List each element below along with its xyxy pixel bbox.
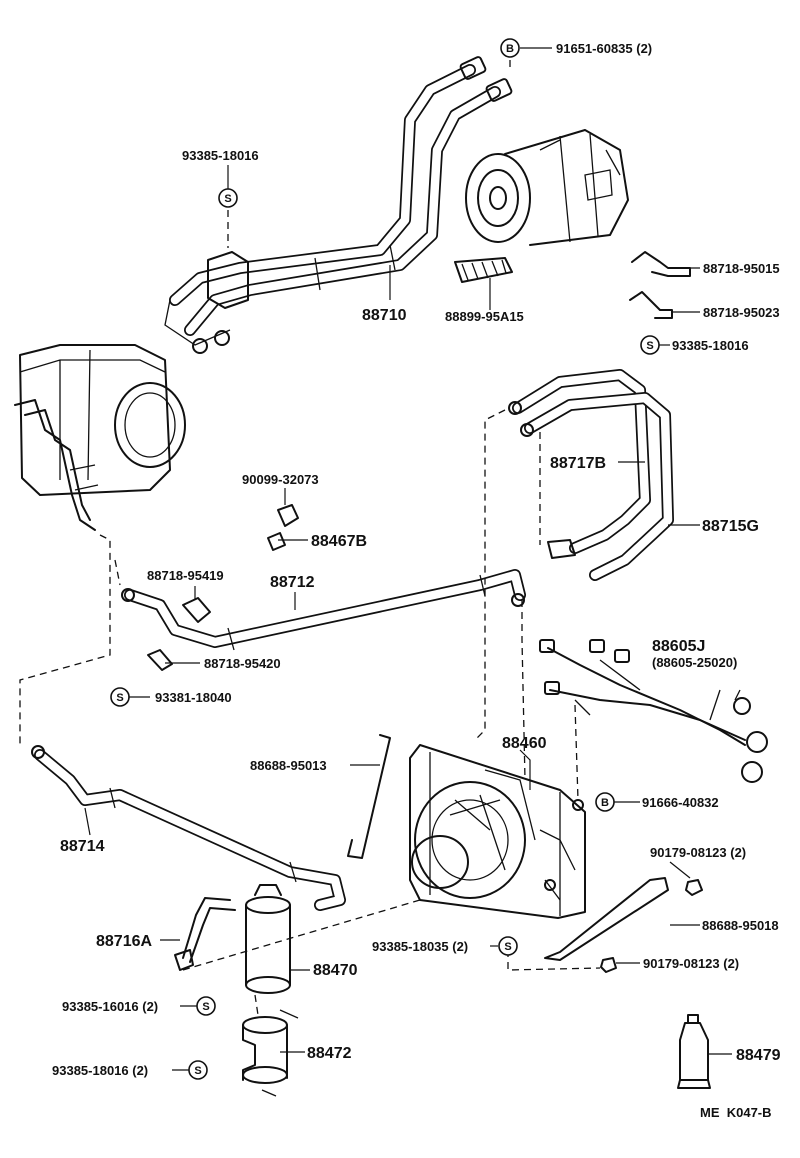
svg-text:S: S [116, 692, 123, 704]
compound-tube-88479 [677, 1014, 711, 1089]
label-88467B: 88467B [311, 533, 367, 550]
label-88470: 88470 [313, 962, 358, 979]
hose-88712 [121, 569, 526, 651]
label-93385-18016-bottom: 93385-18016 (2) [52, 1063, 148, 1078]
bracket-88688-95013 [347, 734, 391, 859]
svg-text:B: B [601, 797, 609, 809]
catalog-code: ME K047-B [700, 1105, 772, 1120]
label-88718-95023: 88718-95023 [703, 305, 780, 320]
clamp-88718-95420 [147, 649, 173, 671]
compressor [465, 129, 629, 246]
label-93381-18040: 93381-18040 [155, 690, 232, 705]
svg-text:S: S [202, 1001, 209, 1013]
clamp-88718-95015 [631, 251, 691, 277]
screw-badge-93381: S [110, 687, 130, 707]
screw-badge-right: S [640, 335, 660, 355]
label-93385-18016-right: 93385-18016 [672, 338, 749, 353]
label-88714: 88714 [60, 838, 105, 855]
pipe-88716A [174, 897, 236, 971]
label-88715G: 88715G [702, 518, 759, 535]
clamp-88718-95419 [182, 597, 211, 623]
nut-90179-08123-a [685, 879, 703, 896]
hose-assembly-88710 [164, 56, 513, 354]
part-labels: 91651-60835 (2) 93385-18016 88710 88899-… [52, 41, 781, 1120]
svg-text:B: B [506, 43, 514, 55]
screw-badge-93385-18016-bottom: S [188, 1060, 208, 1080]
connection-lines [19, 48, 601, 1016]
valve-88467B [267, 532, 286, 551]
label-88479: 88479 [736, 1047, 781, 1064]
bolt-badge-91651: B [500, 38, 520, 58]
label-88718-95419: 88718-95419 [147, 568, 224, 583]
label-88688-95013: 88688-95013 [250, 758, 327, 773]
receiver-drier-88470 [245, 884, 291, 994]
bracket-88688-95018 [544, 877, 669, 961]
grommet-88899-95A15 [454, 257, 513, 283]
hose-88714 [31, 745, 346, 911]
leader-lines [84, 47, 732, 1071]
label-93385-18016-top: 93385-18016 [182, 148, 259, 163]
label-88718-95420: 88718-95420 [204, 656, 281, 671]
bolt-badge-91666: B [595, 792, 615, 812]
label-88716A: 88716A [96, 933, 152, 950]
label-88688-95018: 88688-95018 [702, 918, 779, 933]
label-90179-08123-b: 90179-08123 (2) [643, 956, 739, 971]
svg-text:S: S [224, 193, 231, 205]
screw-badge-93385-18035: S [498, 936, 518, 956]
hose-88715G [508, 392, 674, 581]
condenser-fan-88460 [409, 744, 586, 919]
bracket-88472 [242, 1009, 299, 1097]
label-88712: 88712 [270, 574, 315, 591]
label-91651-60835: 91651-60835 (2) [556, 41, 652, 56]
hose-88717B [512, 369, 651, 554]
label-88717B: 88717B [550, 455, 606, 472]
svg-text:S: S [646, 340, 653, 352]
label-93385-16016: 93385-16016 (2) [62, 999, 158, 1014]
label-88718-95015: 88718-95015 [703, 261, 780, 276]
screw-badge-93385-16016: S [196, 996, 216, 1016]
screw-badge-top: S [218, 188, 238, 208]
clamp-88718-95023 [629, 291, 673, 319]
label-88710: 88710 [362, 307, 407, 324]
svg-text:S: S [194, 1065, 201, 1077]
label-88605-25020: (88605-25020) [652, 655, 737, 670]
label-93385-18035: 93385-18035 (2) [372, 939, 468, 954]
wire-harness-88605J [539, 639, 768, 783]
cooling-unit [14, 344, 186, 531]
label-88472: 88472 [307, 1045, 352, 1062]
label-88605J: 88605J [652, 638, 705, 655]
label-90099-32073: 90099-32073 [242, 472, 319, 487]
label-91666-40832: 91666-40832 [642, 795, 719, 810]
label-88899-95A15: 88899-95A15 [445, 309, 524, 324]
cap-90099-32073 [277, 504, 299, 527]
nut-90179-08123-b [600, 957, 617, 973]
label-88460: 88460 [502, 735, 547, 752]
svg-text:S: S [504, 941, 511, 953]
label-90179-08123-a: 90179-08123 (2) [650, 845, 746, 860]
